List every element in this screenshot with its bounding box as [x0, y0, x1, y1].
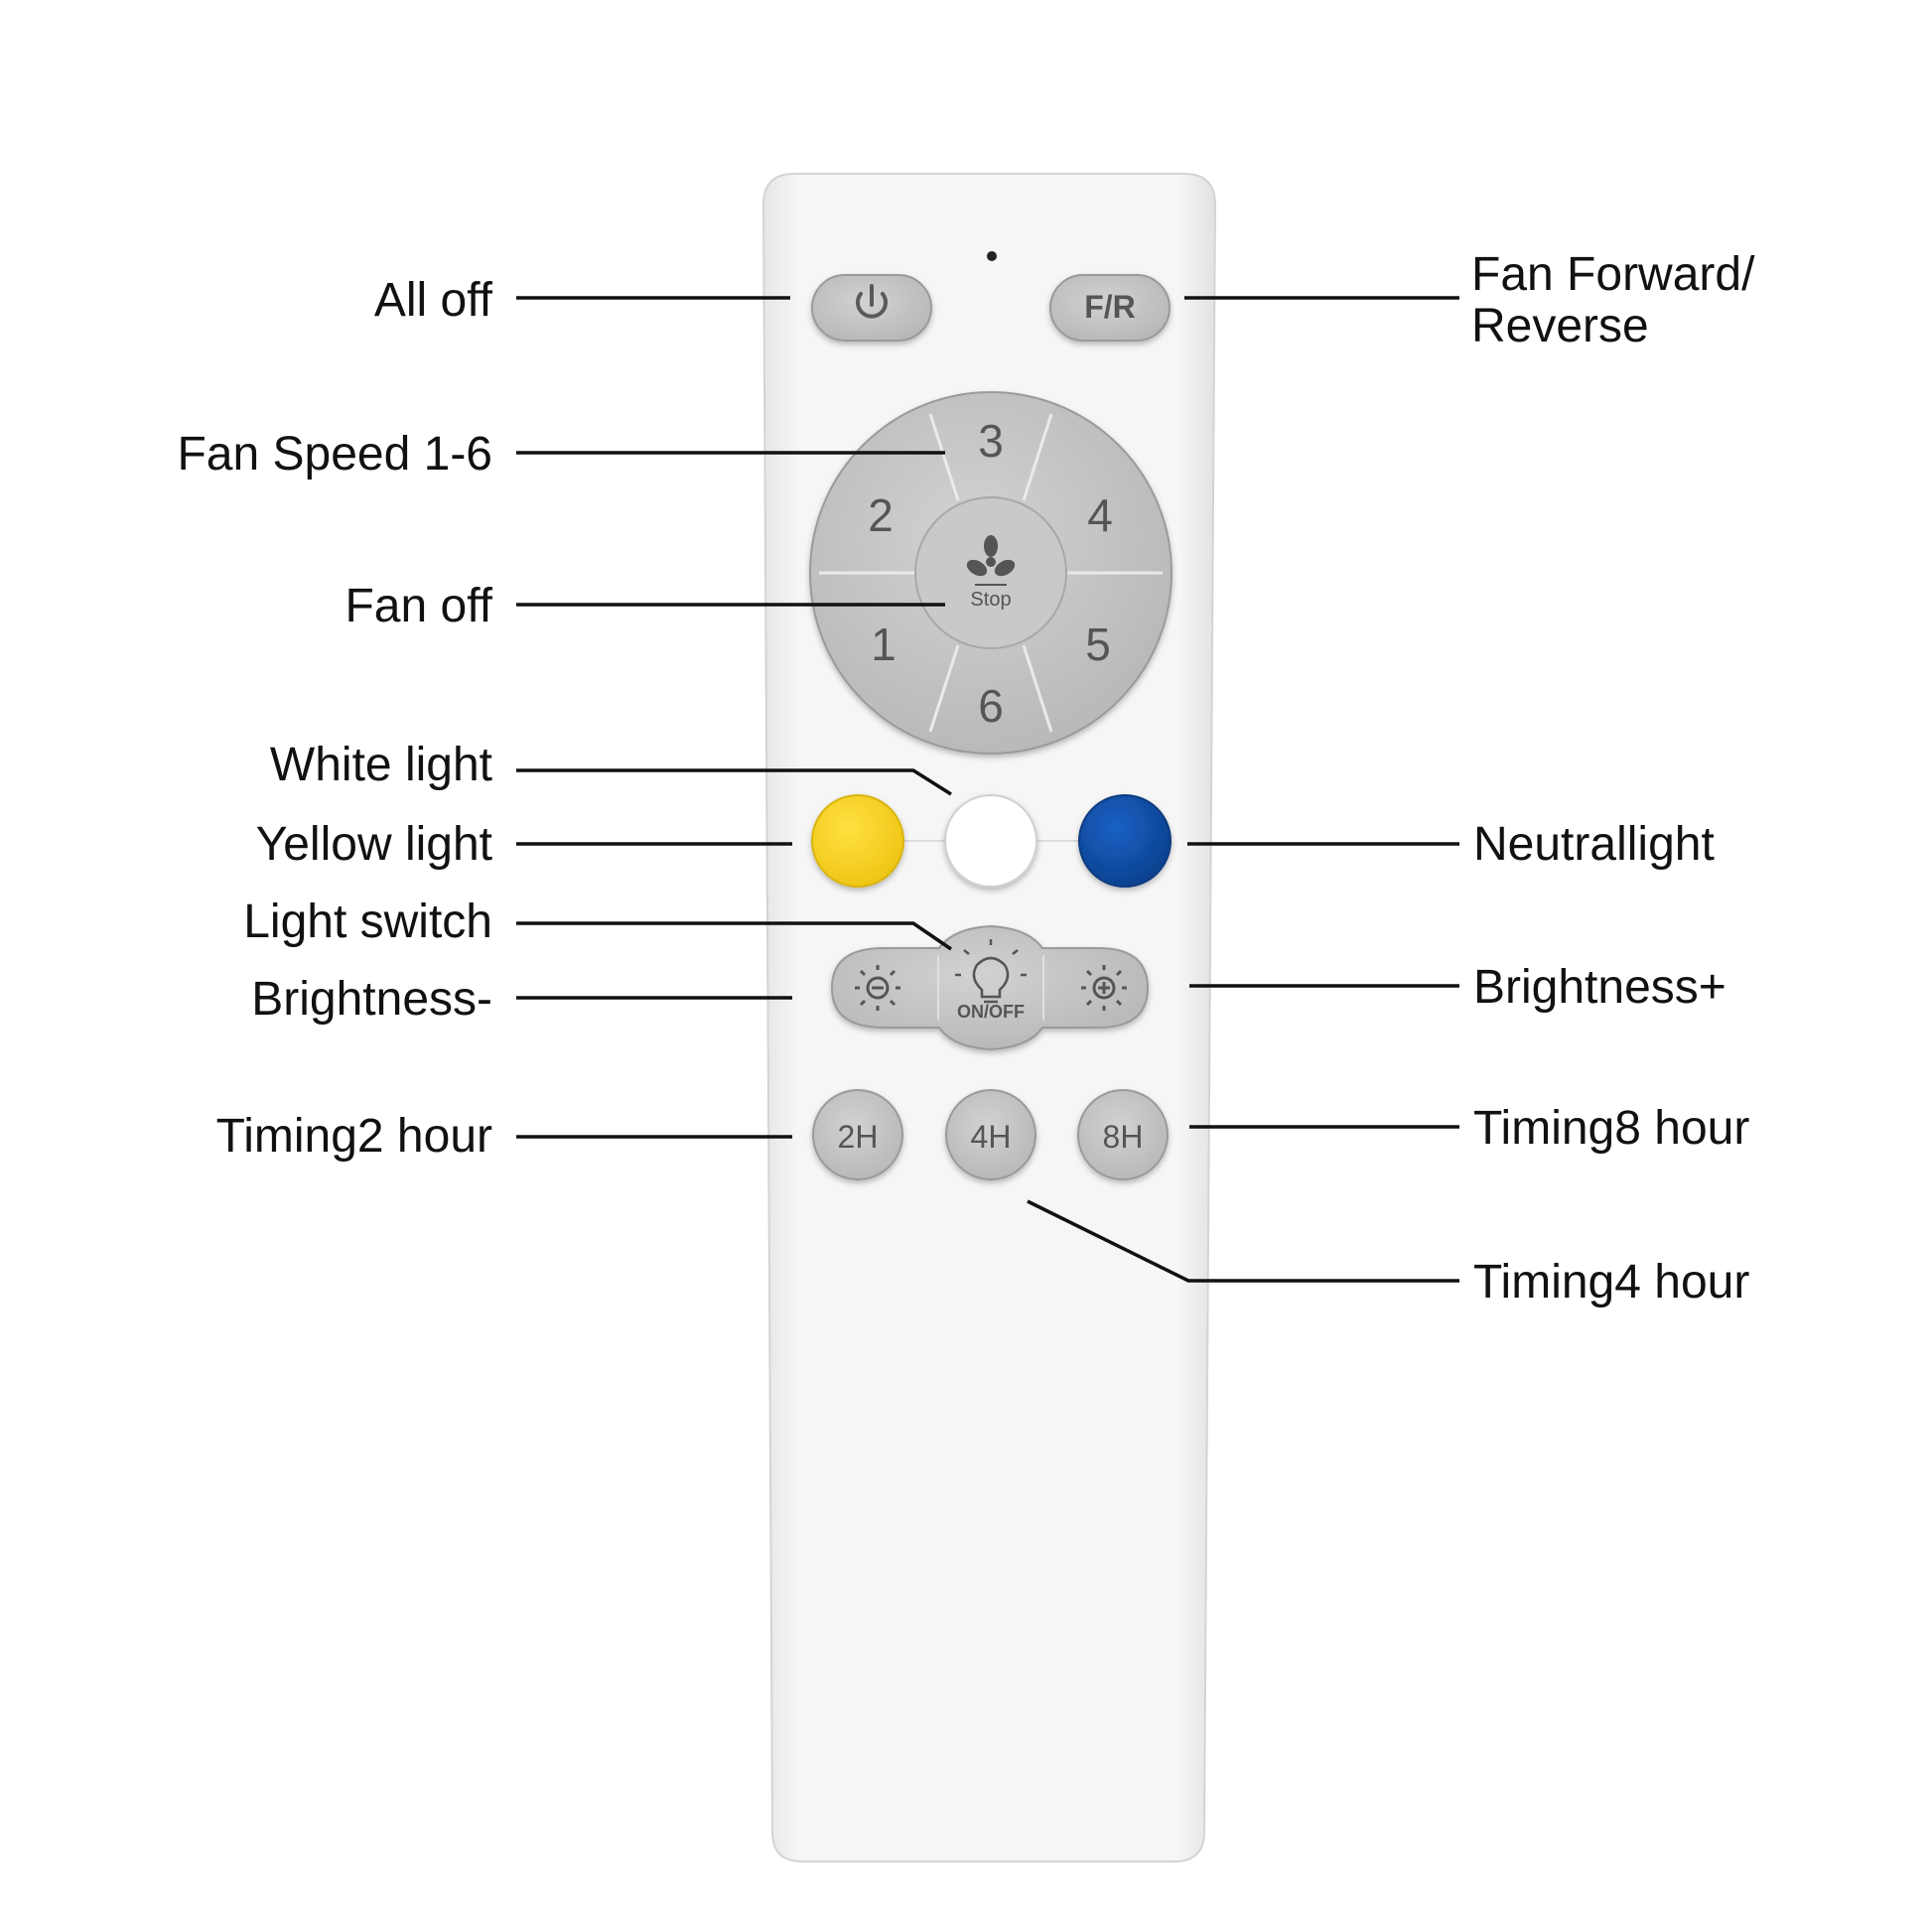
fan-speed-dial: 3 4 5 6 1 2 Stop: [809, 391, 1173, 755]
speed-6-button[interactable]: 6: [978, 680, 1004, 732]
stop-label: Stop: [970, 589, 1011, 611]
all-off-button[interactable]: [811, 274, 932, 342]
label-timing-4: Timing4 hour: [1473, 1256, 1749, 1309]
yellow-light-button[interactable]: [811, 794, 904, 888]
label-fan-speed: Fan Speed 1-6: [177, 428, 492, 481]
timer-8h-label: 8H: [1103, 1119, 1144, 1155]
leader-white-light: [516, 768, 952, 796]
timer-8h-button[interactable]: 8H: [1077, 1089, 1169, 1180]
speed-2-button[interactable]: 2: [868, 489, 894, 541]
speed-4-button[interactable]: 4: [1087, 489, 1113, 541]
fr-button-label: F/R: [1084, 289, 1136, 325]
neutral-light-button[interactable]: [1078, 794, 1172, 888]
speed-5-button[interactable]: 5: [1085, 619, 1111, 670]
speed-1-button[interactable]: 1: [871, 619, 897, 670]
label-timing-8: Timing8 hour: [1473, 1102, 1749, 1155]
timer-2h-button[interactable]: 2H: [812, 1089, 903, 1180]
label-fan-forward-reverse-2: Reverse: [1471, 300, 1649, 352]
label-yellow-light: Yellow light: [256, 818, 492, 871]
timer-4h-button[interactable]: 4H: [945, 1089, 1036, 1180]
leader-timing-4: [1027, 1199, 1459, 1283]
indicator-led: [987, 251, 997, 261]
label-light-switch: Light switch: [243, 896, 492, 948]
power-icon: [856, 284, 888, 319]
sun-bright-icon: [1081, 965, 1127, 1011]
label-all-off: All off: [374, 274, 493, 327]
timer-4h-label: 4H: [971, 1119, 1012, 1155]
sun-dim-icon: [855, 965, 900, 1011]
light-switch-button[interactable]: ON/OFF: [955, 939, 1027, 1022]
fan-stop-button[interactable]: Stop: [914, 496, 1067, 649]
label-brightness-plus: Brightness+: [1473, 961, 1726, 1014]
label-white-light: White light: [270, 739, 492, 791]
fan-icon: [966, 535, 1016, 577]
label-fan-forward-reverse-1: Fan Forward/: [1471, 248, 1755, 301]
leader-lines: [516, 296, 1459, 1283]
fan-forward-reverse-button[interactable]: F/R: [1049, 274, 1171, 342]
label-timing-2: Timing2 hour: [216, 1110, 492, 1163]
brightness-bar: ON/OFF: [830, 924, 1150, 1051]
label-brightness-minus: Brightness-: [251, 973, 492, 1026]
brightness-minus-button[interactable]: [855, 965, 900, 1011]
on-off-label: ON/OFF: [957, 1002, 1025, 1022]
white-light-button[interactable]: [944, 794, 1037, 888]
timer-2h-label: 2H: [838, 1119, 879, 1155]
label-fan-off: Fan off: [345, 580, 492, 632]
leader-light-switch: [516, 921, 952, 951]
bulb-icon: [955, 939, 1027, 1004]
label-neutral-light: Neutrallight: [1473, 818, 1715, 871]
brightness-plus-button[interactable]: [1081, 965, 1127, 1011]
speed-3-button[interactable]: 3: [978, 415, 1004, 467]
